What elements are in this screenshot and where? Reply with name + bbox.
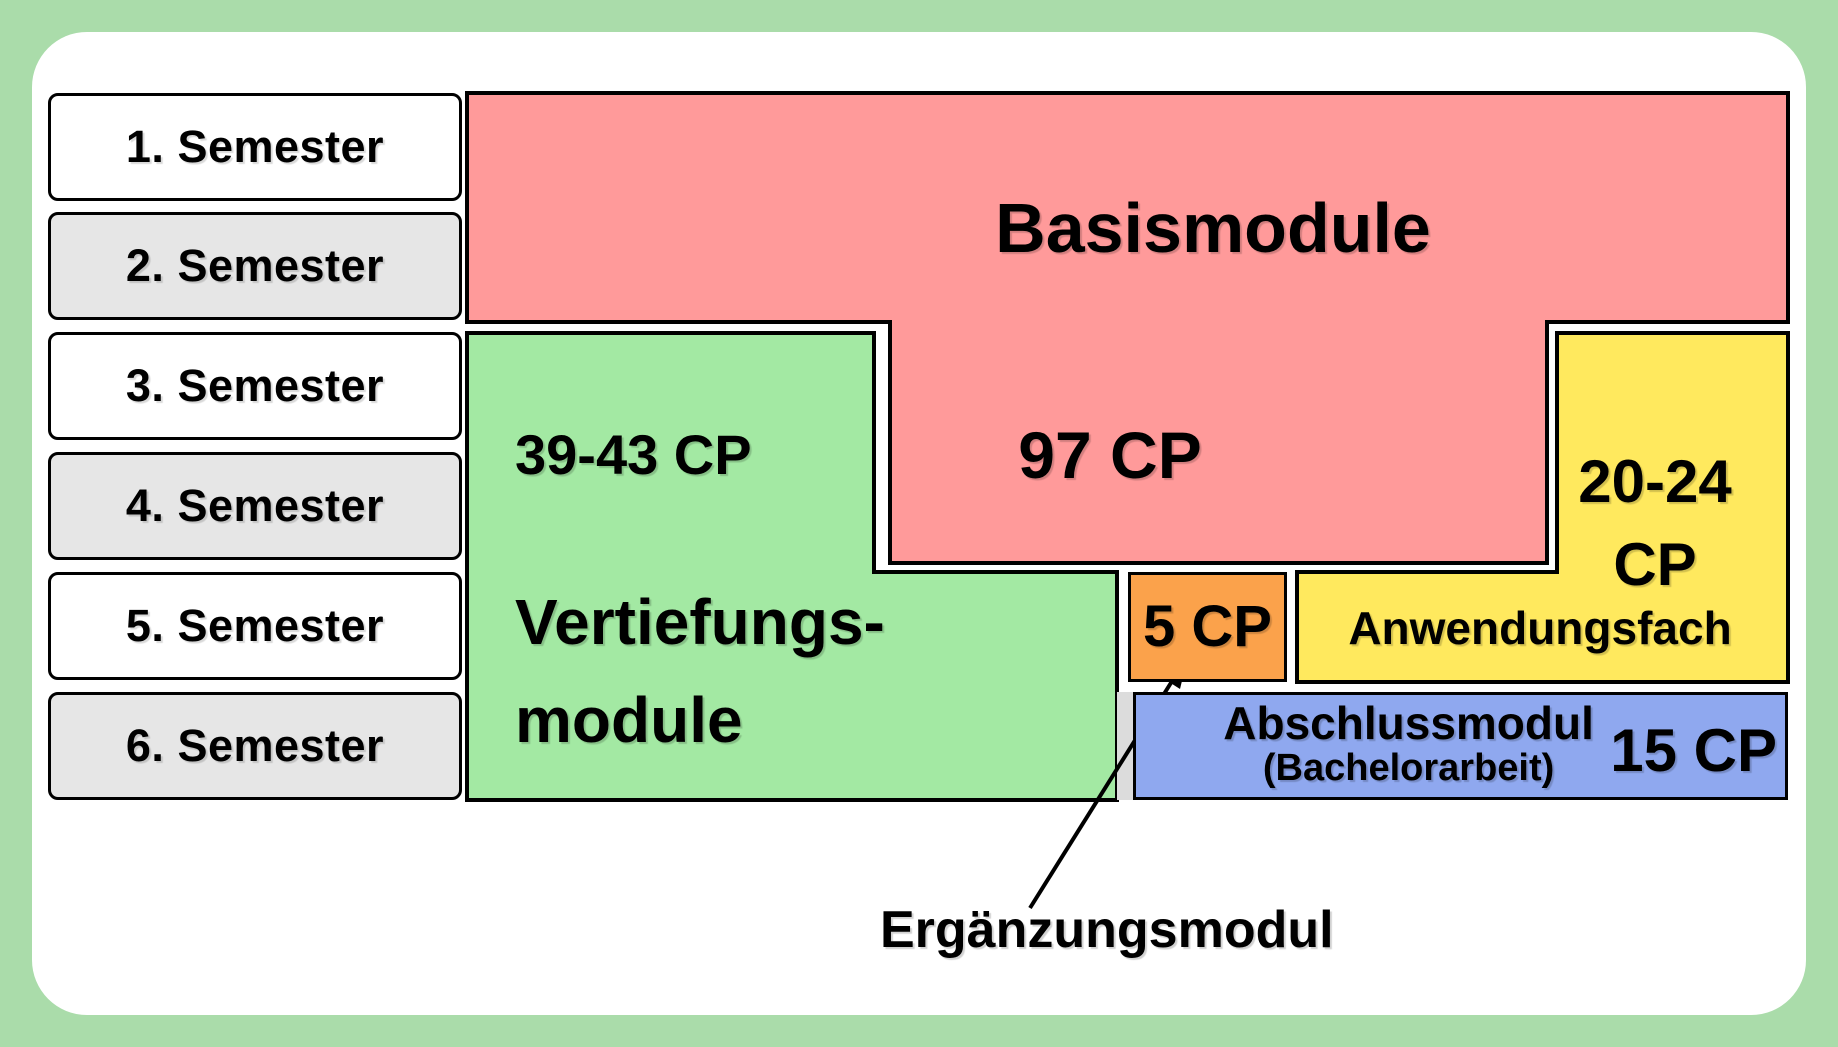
vertiefungsmodule-credits: 39-43 CP [515, 423, 752, 486]
vertiefungsmodule-region [465, 331, 1119, 802]
semester-row-1: 1. Semester [48, 93, 462, 201]
semester-row-3: 3. Semester [48, 332, 462, 440]
semester-label: 2. Semester [125, 240, 385, 291]
semester-row-4: 4. Semester [48, 452, 462, 560]
semester-label: 1. Semester [125, 121, 385, 172]
vertiefungsmodule-title-line2: module [515, 684, 743, 756]
ergaenzungsmodul-caption: Ergänzungsmodul [880, 901, 1334, 959]
semester-row-6: 6. Semester [48, 692, 462, 800]
semester-label: 5. Semester [125, 600, 385, 651]
vertiefungsmodule-title-line1: Vertiefungs- [515, 586, 885, 658]
anwendungsfach-title: Anwendungsfach [1348, 602, 1732, 654]
anwendungsfach-credits-line1: 20-24 [1578, 448, 1732, 515]
abschlussmodul-subtitle: (Bachelorarbeit) [1262, 747, 1555, 790]
semester-label: 3. Semester [125, 360, 385, 411]
abschlussmodul-box: Abschlussmodul (Bachelorarbeit) 15 CP [1133, 692, 1788, 800]
anwendungsfach-credits-line2: CP [1613, 531, 1697, 598]
semester-label: 4. Semester [125, 480, 385, 531]
ergaenzungsmodul-box: 5 CP [1128, 572, 1287, 682]
ergaenzungsmodul-credits: 5 CP [1143, 594, 1272, 659]
abschlussmodul-credits: 15 CP [1610, 717, 1777, 785]
basismodule-title: Basismodule [995, 189, 1431, 267]
semester-row-5: 5. Semester [48, 572, 462, 680]
anwendungsfach-region [1295, 331, 1790, 684]
basismodule-region [465, 91, 1790, 565]
basismodule-credits: 97 CP [1018, 418, 1202, 492]
semester-row-2: 2. Semester [48, 212, 462, 320]
abschlussmodul-title: Abschlussmodul [1223, 696, 1594, 749]
gap-strip [1117, 692, 1133, 800]
semester-label: 6. Semester [125, 720, 385, 771]
